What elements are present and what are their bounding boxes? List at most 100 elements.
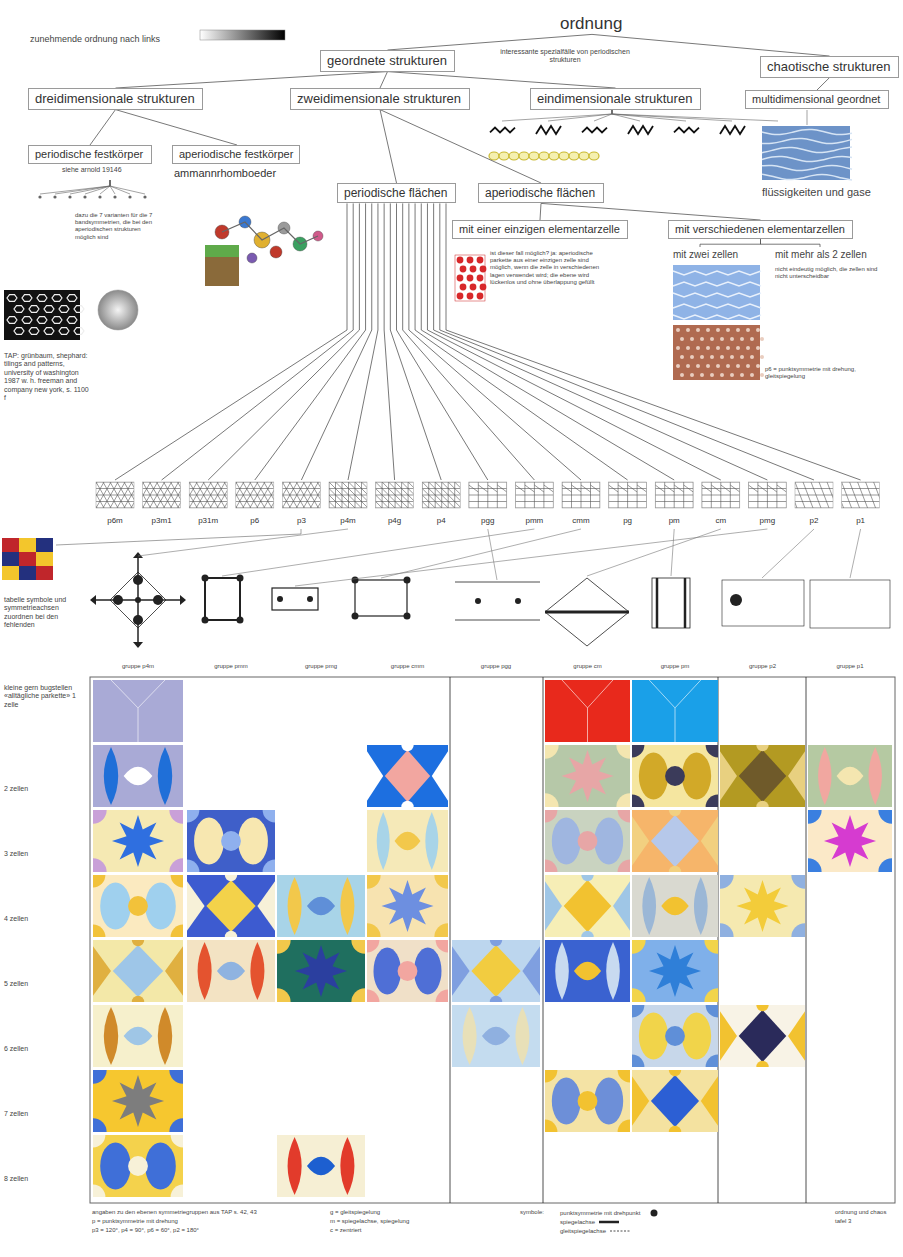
drawing-part [113, 945, 163, 997]
drawing-part [525, 485, 535, 492]
node-title: pm [669, 516, 680, 526]
band-chain [579, 152, 589, 160]
p3-thumbnail [2, 552, 19, 566]
drawing-part [818, 747, 831, 805]
aperiodic-cell [457, 275, 464, 282]
tree-connector [817, 78, 830, 90]
drawing-part [642, 877, 656, 935]
drawing-part [395, 482, 413, 508]
tree-connector [540, 203, 541, 220]
drawing-part [808, 745, 892, 807]
two-cell-dot [746, 328, 750, 332]
symmetry-group-node: pm [652, 480, 696, 526]
crystal-cell [67, 295, 77, 302]
wallpaper-tile [655, 482, 693, 508]
fluid-wave [762, 174, 852, 180]
drawing-part [706, 1055, 718, 1067]
wallpaper-tile [143, 482, 181, 508]
wallpaper-tile-frame [189, 482, 227, 508]
drawing-part [187, 940, 275, 1002]
quasicrystal-sphere [98, 290, 138, 330]
two-cell-dot [726, 346, 730, 350]
two-cell-pattern [673, 325, 760, 380]
drawing-part [206, 880, 255, 932]
pattern-cell [720, 745, 805, 807]
drawing-part [158, 747, 172, 805]
pattern-cell [632, 745, 718, 807]
pattern-cell [545, 1070, 630, 1132]
drawing-part [362, 482, 368, 508]
symmetry-group-node: p4g [373, 480, 417, 526]
drawing-part [171, 925, 183, 937]
drawing-part [194, 817, 224, 864]
drawing-part [545, 1070, 557, 1082]
two-cell-dot [706, 346, 710, 350]
category-box: chaotische strukturen [760, 56, 899, 78]
drawing-part [93, 875, 105, 887]
drawing-part [842, 482, 880, 508]
two-cell-dot [740, 373, 744, 377]
annotation-label: 6 zellen [4, 1045, 28, 1053]
wallpaper-tile [609, 482, 647, 508]
drawing-part [124, 767, 153, 786]
crystal-cell [7, 317, 17, 324]
drawing-part [93, 810, 183, 872]
fan-line [100, 180, 110, 194]
node-title: cmm [572, 516, 589, 526]
drawing-part [414, 947, 442, 994]
drawing-part [373, 947, 401, 994]
band-chain [559, 152, 569, 160]
band-motif [628, 126, 653, 134]
wallpaper-tile [376, 482, 414, 508]
drawing-part [187, 810, 199, 822]
band-fan-line [548, 110, 612, 121]
pattern-cell [187, 940, 275, 1002]
node-title: mit einer einzigen elementarzelle [459, 223, 621, 236]
drawing-part [868, 747, 881, 805]
p3-thumbnail [2, 538, 19, 552]
pattern-cell [93, 1070, 183, 1132]
category-box: periodische flächen [337, 183, 456, 203]
pattern-cell [277, 1135, 365, 1197]
drawing-part [145, 882, 176, 929]
annotation-label: mit zwei zellen [673, 249, 738, 261]
drawing-part [639, 1012, 668, 1059]
drawing-part [93, 1070, 107, 1084]
two-cell-dot [696, 364, 700, 368]
fan-line [70, 180, 110, 194]
drawing-part [581, 875, 593, 881]
drawing-part [609, 495, 647, 496]
two-cell-dot [750, 373, 754, 377]
drawing-part [401, 745, 413, 751]
drawing-part [96, 488, 134, 489]
drawing-part [165, 946, 183, 996]
drawing-part [661, 897, 689, 916]
drawing-part [632, 745, 644, 757]
wallpaper-tile-frame [469, 482, 507, 508]
drawing-part [545, 745, 559, 759]
drawing-part [842, 488, 880, 489]
two-cell-dot [706, 328, 710, 332]
drawing-part [637, 485, 647, 492]
drawing-part [609, 482, 647, 508]
drawing-part [367, 875, 448, 937]
two-cell-dot [720, 373, 724, 377]
ammann-cube [205, 252, 239, 286]
p3-thumbnail [2, 566, 19, 580]
two-cell-dot [740, 355, 744, 359]
drawing-part [701, 816, 718, 866]
drawing-part [100, 1142, 131, 1189]
two-cell-dot [736, 328, 740, 332]
crystal-cell [59, 328, 69, 335]
two-cell-dot [760, 373, 764, 377]
category-box: periodische festkörper [28, 145, 152, 164]
drawing-part [221, 831, 241, 851]
drawing-part [469, 485, 478, 492]
tree-connector [208, 203, 359, 480]
fan-line [40, 180, 110, 194]
drawing-part [93, 1185, 105, 1197]
tree-connector [116, 72, 388, 88]
drawing-part [674, 485, 684, 492]
drawing-part [238, 817, 268, 864]
drawing-part [824, 815, 876, 867]
